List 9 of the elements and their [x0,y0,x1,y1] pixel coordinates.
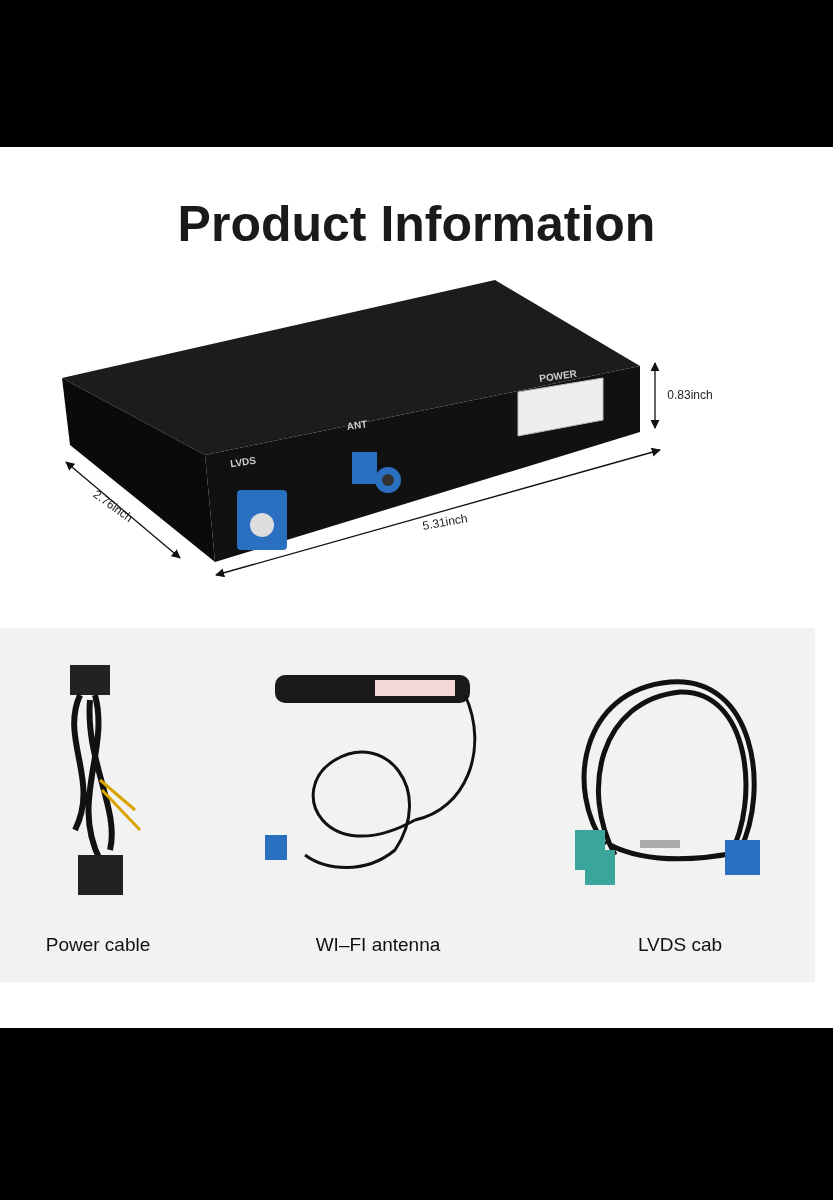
port-label: POWER [538,367,578,385]
node-label: WI–FI antenna [315,934,441,956]
dimension-label: 0.83inch [667,388,713,402]
node-label: LVDS cab [637,934,723,956]
dimension-label: 5.31inch [421,511,469,533]
port-label: LVDS [229,454,257,470]
page-title: Product Information [176,195,657,253]
node-label: Power cable [45,934,151,956]
port-label: ANT [346,418,368,432]
